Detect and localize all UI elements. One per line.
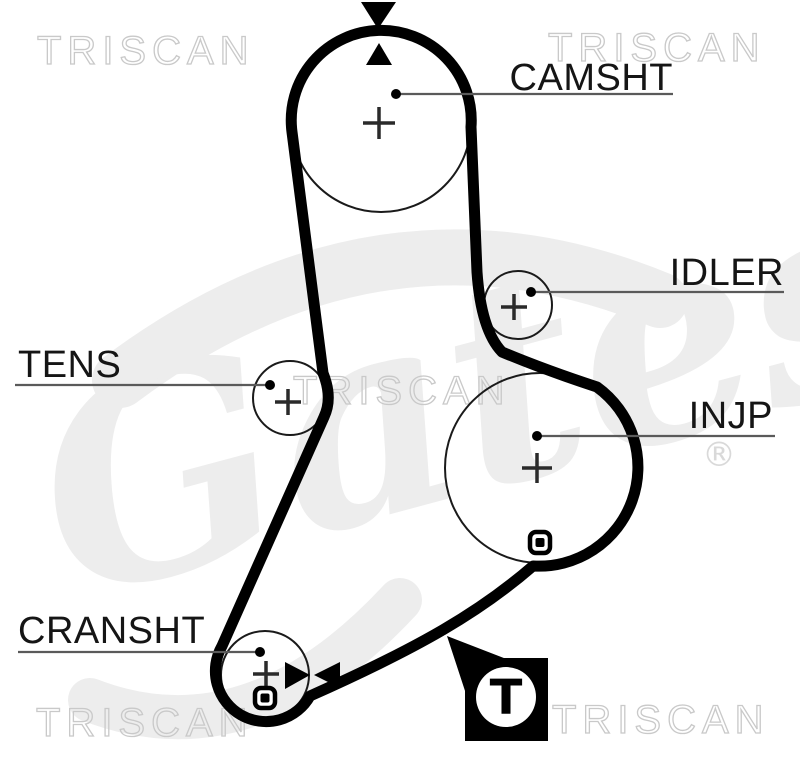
tension-badge-letter: T xyxy=(490,670,523,726)
injection-pump-label: INJP xyxy=(689,395,773,437)
leader-dots xyxy=(255,89,542,657)
triscan-watermark-bottom-right: TRISCAN xyxy=(552,698,770,742)
crankshaft-center-cross xyxy=(253,661,279,687)
idler-label: IDLER xyxy=(670,252,784,294)
camshaft-label: CAMSHT xyxy=(510,57,673,99)
tensioner-center-cross xyxy=(275,389,301,415)
injection-pump-bolt-center xyxy=(535,538,545,547)
crankshaft-bolt-center xyxy=(260,693,270,703)
crankshaft-timing-arrow-right-icon xyxy=(285,662,310,689)
camshaft-leader-dot xyxy=(391,89,401,99)
tensioner-leader-dot xyxy=(265,380,275,390)
idler-leader-dot xyxy=(526,287,536,297)
camshaft-timing-arrow-down-icon xyxy=(361,2,396,29)
tension-badge: T xyxy=(447,636,548,741)
pulley-labels: CAMSHT IDLER TENS INJP CRANSHT xyxy=(18,57,784,652)
triscan-watermark-bottom-left: TRISCAN xyxy=(36,701,254,745)
bolt-markers xyxy=(252,529,553,711)
timing-belt xyxy=(209,24,644,728)
triscan-watermark-top-left: TRISCAN xyxy=(37,29,255,73)
tension-badge-circle xyxy=(476,667,536,727)
camshaft-center-cross xyxy=(363,107,395,139)
crankshaft-leader-dot xyxy=(255,647,265,657)
injection-pump-center-cross xyxy=(522,453,552,483)
gates-watermark-upper-swash xyxy=(92,229,688,408)
pulley-center-crosses xyxy=(253,107,552,687)
gates-watermark-lower-swash xyxy=(68,578,422,740)
crankshaft-timing-arrow-left-icon xyxy=(314,662,340,688)
crankshaft-label: CRANSHT xyxy=(18,610,205,652)
registered-trademark-icon: ® xyxy=(702,435,736,475)
triscan-watermark-top-right: TRISCAN xyxy=(548,26,766,70)
camshaft-timing-arrow-up-icon xyxy=(366,43,392,65)
injection-pump-leader-dot xyxy=(532,431,542,441)
timing-markers xyxy=(285,2,396,689)
idler-center-cross xyxy=(501,294,527,320)
tensioner-label: TENS xyxy=(18,344,121,386)
leader-lines xyxy=(15,92,784,654)
